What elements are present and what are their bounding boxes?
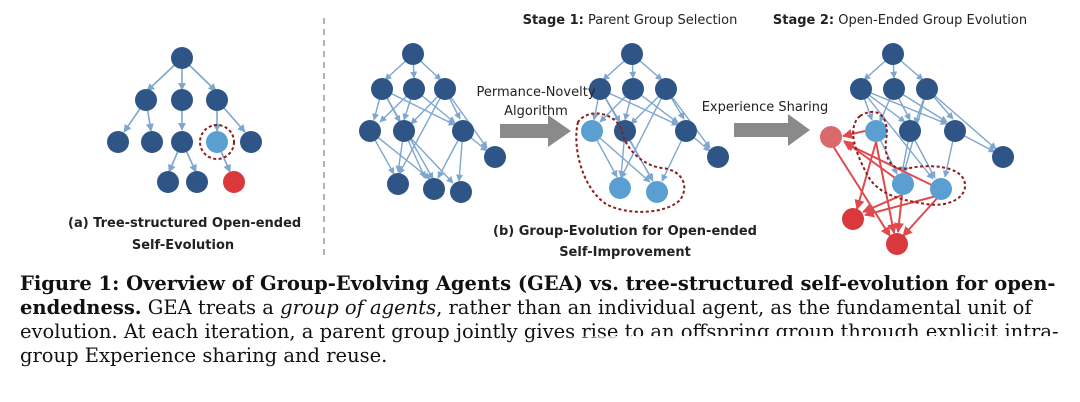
network-3-red-edges (832, 129, 941, 237)
parent-group-outline (575, 112, 686, 213)
caption-title: Figure 1: Overview of Group-Evolving Age… (20, 272, 1056, 319)
experience-sharing-label: Experience Sharing (701, 100, 829, 115)
network-2-edges (591, 53, 711, 183)
stage1-label: Stage 1: (522, 13, 584, 28)
figure-caption: Figure 1: Overview of Group-Evolving Age… (20, 272, 1070, 368)
tree-edges (123, 57, 246, 173)
caption-body-2: , rather than an individual agent, as th… (20, 296, 1059, 367)
stage2-text: Open-Ended Group Evolution (838, 13, 1028, 28)
tree-caption-line2: Self-Evolution (131, 238, 235, 253)
stage1-title: Stage 1: Parent Group Selection (515, 13, 745, 28)
algorithm-label-line1: Permance-Novelty (476, 85, 596, 100)
stage2-label: Stage 2: (772, 13, 835, 28)
tree-caption-line1: (a) Tree-structured Open-ended (68, 216, 302, 231)
network-2-nodes (581, 43, 729, 203)
stage2-title: Stage 2: Open-Ended Group Evolution (770, 13, 1030, 28)
arrow-1 (500, 115, 571, 147)
network-1-nodes (359, 43, 506, 203)
caption-fade-overlay (560, 336, 1080, 402)
arrow-2 (734, 114, 810, 146)
algorithm-label-line2: Algorithm (504, 104, 568, 119)
group-caption-line2: Self-Improvement (559, 245, 691, 260)
stage1-text: Parent Group Selection (588, 13, 738, 28)
group-caption-line1: (b) Group-Evolution for Open-ended (493, 224, 757, 239)
tree-selected-outline (199, 124, 235, 160)
figure-diagram (107, 18, 1014, 258)
network-3-nodes (820, 43, 1014, 255)
offspring-group-outline (852, 110, 967, 206)
caption-body-italic: group of agents (280, 296, 437, 319)
network-1-edges (369, 53, 488, 184)
tree-nodes (107, 47, 262, 193)
caption-body-1: GEA treats a (147, 296, 274, 319)
